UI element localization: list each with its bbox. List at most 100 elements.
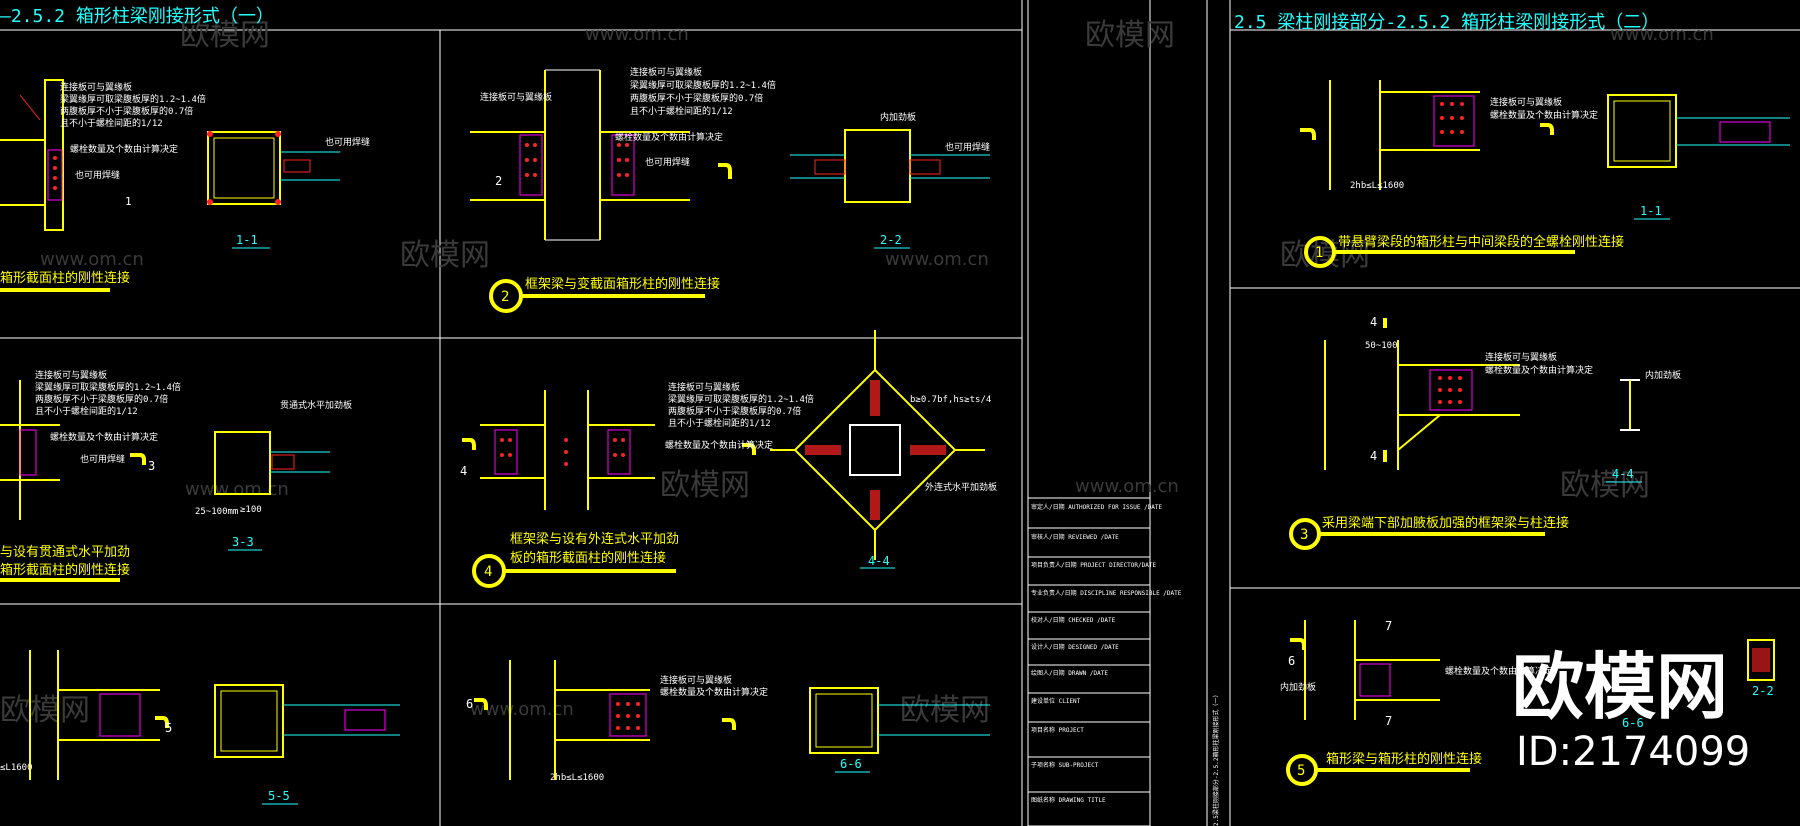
section-number: 7 [1385,714,1392,728]
watermarks: 欧模网 www.om.cn 欧模网 www.om.cn 欧模网 www.om.c… [0,18,1714,728]
note: 梁翼缘厚可取梁腹板厚的1.2~1.4倍 [60,93,206,105]
note: 连接板可与翼缘板 [35,369,107,381]
dimension: 50~100 [1365,341,1398,351]
detail-number: 1 [1315,245,1323,261]
title-block-row: 专业负责人/日期 DISCIPLINE RESPONSIBLE /DATE [1031,589,1182,597]
dimension: ≤L1600 [0,763,33,773]
note: 连接板可与翼缘板 [1485,351,1557,363]
detail-4: 4 连接板可与翼缘板 梁翼缘厚可取梁腹板厚的1.2~1.4倍 两腹板厚不小于梁腹… [460,330,997,569]
title-block-row: 图纸名称 DRAWING TITLE [1031,796,1106,804]
dimension: ≥100 [240,505,262,515]
title-block-row: 绘图人/日期 DRAWN /DATE [1031,669,1108,677]
detail-6: 6 连接板可与翼缘板 螺栓数量及个数由计算决定 2hb≤L≤1600 6-6 [466,660,990,783]
section-number: 2 [495,174,502,188]
note: 两腹板厚不小于梁腹板厚的0.7倍 [35,393,168,405]
section-label: 1-1 [1640,204,1662,218]
dimension: 2hb≤L≤1600 [1350,181,1404,191]
section-label: 2-2 [880,233,902,247]
title-block-row: 项目负责人/日期 PROJECT DIRECTOR/DATE [1031,561,1156,569]
watermark-site: www.om.cn [40,249,144,270]
note: 连接板可与翼缘板 [60,81,132,93]
watermark-logo: 欧模网 [660,468,750,503]
note: 梁翼缘厚可取梁腹板厚的1.2~1.4倍 [668,393,814,405]
caption: 采用梁端下部加腋板加强的框架梁与柱连接 [1322,515,1569,531]
section-label: 3-3 [232,535,254,549]
title-block-row: 审定人/日期 AUTHORIZED FOR ISSUE /DATE [1031,503,1163,511]
detail-number: 4 [484,564,492,580]
dimension: 25~100mm [195,507,238,517]
note: 也可用焊缝 [75,169,120,181]
section-number: 4 [1370,315,1377,329]
watermark-site: www.om.cn [585,24,689,45]
note: 螺栓数量及个数由计算决定 [1445,665,1553,677]
note: 螺栓数量及个数由计算决定 [665,439,773,451]
note: 连接板可与翼缘板 [668,381,740,393]
note: 且不小于螺栓间距的1/12 [60,117,163,129]
note: 贯通式水平加劲板 [280,399,352,411]
note: 且不小于螺栓间距的1/12 [35,405,138,417]
note: 外连式水平加劲板 [925,481,997,493]
note: 连接板可与翼缘板 [660,674,732,686]
section-number: 6 [1288,654,1295,668]
detail-number: 5 [1297,763,1305,779]
note: 连接板可与翼缘板 [480,91,552,103]
note: 螺栓数量及个数由计算决定 [1485,364,1593,376]
section-number: 4 [460,464,467,478]
section-label: 4-4 [1612,467,1634,481]
detail-r1: 连接板可与翼缘板 螺栓数量及个数由计算决定 2hb≤L≤1600 1-1 [1300,80,1790,220]
note: 两腹板厚不小于梁腹板厚的0.7倍 [668,405,801,417]
note: 内加劲板 [1280,681,1316,693]
detail-number: 3 [1300,527,1308,543]
caption: 框架梁与设有外连式水平加劲 [510,531,679,547]
caption: 箱形截面柱的刚性连接 [0,270,130,286]
watermark-logo: 欧模网 [1560,468,1650,503]
watermark-site: www.om.cn [1075,476,1179,497]
note: 两腹板厚不小于梁腹板厚的0.7倍 [60,105,193,117]
note: 螺栓数量及个数由计算决定 [660,686,768,698]
watermark-logo: 欧模网 [900,693,990,728]
section-number: 3 [148,459,155,473]
detail-2: 连接板可与翼缘板 连接板可与翼缘板 梁翼缘厚可取梁腹板厚的1.2~1.4倍 两腹… [470,66,990,249]
note: 且不小于螺栓间距的1/12 [630,105,733,117]
caption: 与设有贯通式水平加劲 [0,545,130,560]
title-block-row: 审核人/日期 REVIEWED /DATE [1031,533,1119,541]
section-label: 5-5 [268,789,290,803]
caption: 箱形截面柱的刚性连接 [0,562,130,578]
watermark-logo: 欧模网 [400,238,490,273]
watermark-site: www.om.cn [470,699,574,720]
title-block-row: 子项名称 SUB-PROJECT [1031,761,1099,769]
detail-3: 连接板可与翼缘板 梁翼缘厚可取梁腹板厚的1.2~1.4倍 两腹板厚不小于梁腹板厚… [0,369,352,551]
caption: 带悬臂梁段的箱形柱与中间梁段的全螺栓刚性连接 [1338,234,1624,250]
note: 螺栓数量及个数由计算决定 [615,131,723,143]
watermark-logo: 欧模网 [180,18,270,53]
note: 内加劲板 [1645,369,1681,381]
section-label: 1-1 [236,233,258,247]
watermark-site: www.om.cn [1610,24,1714,45]
detail-1: 连接板可与翼缘板 梁翼缘厚可取梁腹板厚的1.2~1.4倍 两腹板厚不小于梁腹板厚… [0,79,370,249]
note: 螺栓数量及个数由计算决定 [50,431,158,443]
title-block-side-text: 2.5梁柱刚接部分-2.5.2箱形柱梁刚接形式（一） [1212,691,1220,826]
watermark-site: www.om.cn [885,249,989,270]
title-block-row: 建设单位 CLIENT [1031,697,1081,705]
section-number: 6 [466,697,473,711]
note: 也可用焊缝 [80,453,125,465]
note: 螺栓数量及个数由计算决定 [70,143,178,155]
section-label: 4-4 [868,554,890,568]
title-block: 审定人/日期 AUTHORIZED FOR ISSUE /DATE 审核人/日期… [1031,503,1220,826]
section-number: 1 [125,195,132,208]
caption: 框架梁与变截面箱形柱的刚性连接 [525,276,720,292]
section-number: 7 [1385,619,1392,633]
detail-r2: 4 4 50~100 连接板可与翼缘板 螺栓数量及个数由计算决定 内加劲板 4-… [1324,315,1681,483]
note: 连接板可与翼缘板 [1490,96,1562,108]
note: 两腹板厚不小于梁腹板厚的0.7倍 [630,92,763,104]
title-block-row: 校对人/日期 CHECKED /DATE [1031,616,1116,624]
section-label: 6-6 [1622,716,1644,730]
title-block-row: 设计人/日期 DESIGNED /DATE [1031,643,1119,651]
note: 且不小于螺栓间距的1/12 [668,417,771,429]
title-block-row: 项目名称 PROJECT [1031,726,1084,734]
overlay-id: ID:2174099 [1516,729,1750,775]
note: 连接板可与翼缘板 [630,66,702,78]
note: 螺栓数量及个数由计算决定 [1490,109,1598,121]
